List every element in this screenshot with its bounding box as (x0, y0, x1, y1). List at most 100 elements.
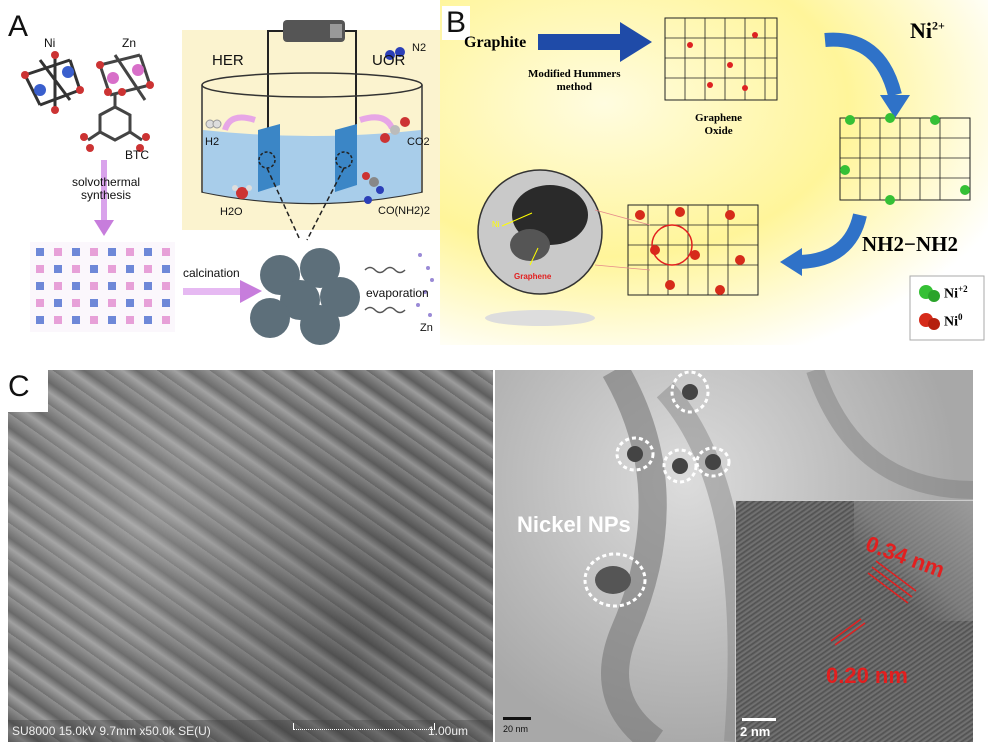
mof-node (108, 282, 116, 290)
hydrazine-arrow (799, 213, 867, 269)
hrtem-inset: 0.34 nm 0.20 nm 2 nm (735, 500, 973, 742)
label-uor: UOR (372, 52, 406, 69)
label-ni2plus: Ni2+ (910, 18, 945, 44)
mof-node (126, 265, 134, 273)
label-calcination: calcination (183, 266, 240, 280)
sem-info-bar (8, 720, 493, 742)
label-her: HER (212, 52, 244, 69)
panel-b-letter: B (442, 6, 471, 40)
label-co2: CO2 (407, 136, 430, 148)
mof-node (90, 282, 98, 290)
label-graphene-oxide: Graphene Oxide (695, 112, 743, 138)
ni2-sup: 2+ (932, 18, 945, 33)
tem-tubes (583, 370, 973, 742)
mof-node (144, 316, 152, 324)
mof-node (108, 299, 116, 307)
label-evaporation: evaporation (366, 286, 429, 300)
hrtem-scale-bar (742, 718, 776, 721)
mof-node (36, 282, 44, 290)
label-h2o: H2O (220, 206, 243, 218)
label-synthesis: solvothermal synthesis (72, 175, 141, 203)
mof-node (54, 282, 62, 290)
legend-ni2-text: Ni (944, 286, 958, 302)
mof-node (54, 299, 62, 307)
mof-node (72, 265, 80, 273)
sem-image: SU8000 15.0kV 9.7mm x50.0k SE(U) 1.00um (8, 370, 493, 742)
tem-scale-bar (503, 717, 531, 720)
mof-node (36, 248, 44, 256)
mof-node (144, 282, 152, 290)
label-urea: CO(NH2)2 (378, 205, 430, 217)
mof-node (90, 248, 98, 256)
mof-node (54, 265, 62, 273)
label-hydrazine: NH2−NH2 (862, 232, 958, 256)
mof-node (72, 248, 80, 256)
mof-node (90, 316, 98, 324)
ni-nanoparticle-cluster (250, 248, 360, 345)
calcination-arrow (183, 280, 262, 303)
mof-node (162, 248, 170, 256)
mof-node (126, 316, 134, 324)
ni2-text: Ni (910, 18, 932, 43)
panel-b: B (440, 0, 988, 345)
tem-scale-label: 20 nm (503, 724, 529, 734)
mof-node (108, 316, 116, 324)
label-nickel-nps: Nickel NPs (517, 512, 631, 537)
sem-scale-label: 1.00um (428, 724, 469, 738)
mof-node (108, 248, 116, 256)
label-graphite: Graphite (464, 34, 527, 51)
legend-box (909, 275, 985, 341)
label-zn: Zn (122, 36, 137, 50)
panel-a: A (0, 0, 440, 345)
tem-label-ni: Ni (492, 220, 500, 229)
uor-electrode (335, 124, 357, 192)
panel-c-letter: C (0, 370, 48, 412)
mof-node (72, 282, 80, 290)
mof-node (126, 282, 134, 290)
legend-ni2-sup: +2 (958, 284, 968, 294)
mof-node (72, 316, 80, 324)
mof-node (54, 316, 62, 324)
label-btc: BTC (125, 148, 149, 162)
btc-molecule (87, 95, 143, 142)
panel-c: SU8000 15.0kV 9.7mm x50.0k SE(U) 1.00um … (0, 370, 988, 742)
graphene-oxide-sheet (664, 17, 778, 101)
mof-node (144, 265, 152, 273)
battery-icon (283, 20, 345, 42)
mof-node (162, 282, 170, 290)
molecule-illustrations (21, 20, 440, 345)
hrtem-scale-label: 2 nm (740, 724, 771, 739)
legend-ni0: Ni0 (944, 312, 963, 331)
mof-node (162, 265, 170, 273)
hummers-arrow (538, 22, 652, 62)
d-spacing-020: 0.20 nm (826, 663, 908, 688)
mof-node (54, 248, 62, 256)
panel-b-illustrations (477, 17, 985, 341)
mof-node (126, 299, 134, 307)
ni-cluster-molecule (23, 55, 82, 110)
mof-node (162, 316, 170, 324)
mof-node (162, 299, 170, 307)
label-zn-out: Zn (420, 322, 433, 334)
panel-a-letter: A (8, 10, 29, 43)
mof-node (144, 299, 152, 307)
mof-node (90, 265, 98, 273)
electrolyte (203, 130, 421, 203)
beaker-walls (201, 85, 423, 205)
sem-info: SU8000 15.0kV 9.7mm x50.0k SE(U) (12, 724, 211, 738)
legend-ni2: Ni+2 (944, 284, 968, 303)
legend-ni0-text: Ni (944, 314, 958, 330)
circuit-wires (267, 30, 357, 130)
synthesis-arrow (94, 160, 114, 236)
mof-node (108, 265, 116, 273)
zn-cluster-molecule (98, 53, 152, 101)
ni0-graphene-sheet (627, 204, 759, 296)
mof-node (72, 299, 80, 307)
tem-inset (477, 169, 603, 326)
mof-lattice (30, 242, 175, 332)
her-electrode (258, 124, 280, 192)
legend-ni0-sup: 0 (958, 312, 963, 322)
label-hummers-method: Modified Hummers method (528, 68, 621, 94)
lattice-fringes (830, 560, 917, 646)
sem-scale-bar (293, 723, 435, 730)
